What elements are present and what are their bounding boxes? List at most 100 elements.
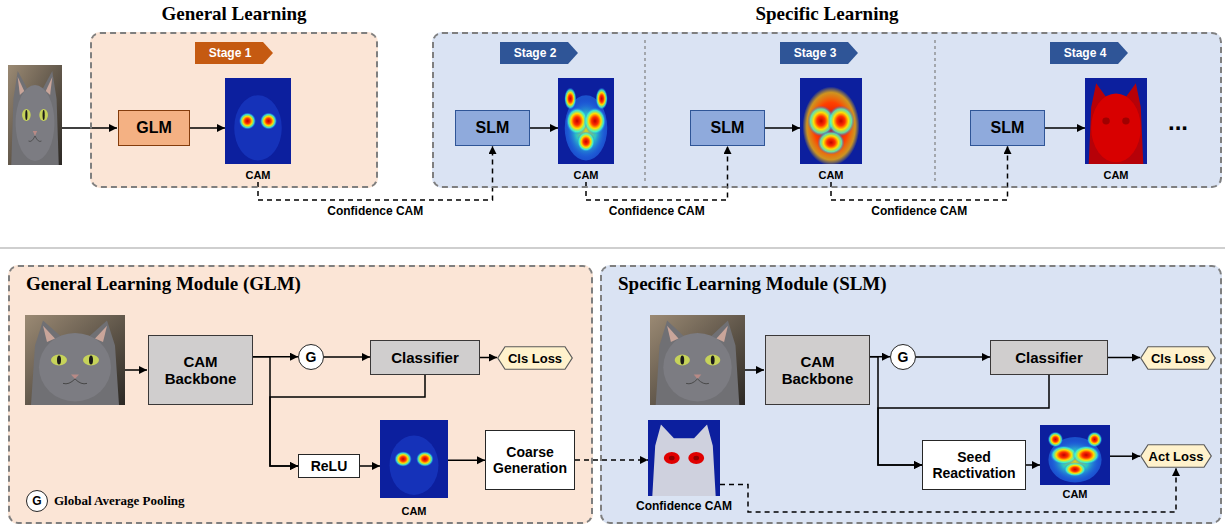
node-text: SLM (707, 119, 749, 137)
connector (360, 465, 380, 467)
node-text: Confidence CAM (636, 499, 732, 513)
node-text: G (898, 349, 909, 365)
connector (1108, 357, 1140, 359)
node-text: SLM (472, 119, 514, 137)
tag-outline (500, 42, 578, 64)
connector (448, 459, 485, 461)
process-box: ReLU (298, 454, 360, 478)
stage-tag: Stage 2 (500, 42, 578, 64)
node-text: CAM (1077, 168, 1155, 182)
input-image (650, 315, 745, 405)
node-text: GLM (132, 119, 176, 137)
confidence-cam: Confidence CAM (648, 420, 720, 496)
loss-hexagon: Cls Loss (497, 346, 573, 370)
cam-heatmap (1085, 78, 1147, 164)
process-box: SLM (455, 110, 530, 146)
connector (831, 146, 1008, 200)
cam-heatmap (558, 78, 614, 164)
stage-panel: General LearningStage 1GLMCAM (90, 32, 378, 188)
input-arrow (745, 369, 764, 371)
node-text: Classifier (1011, 349, 1087, 366)
free-label: ... (1168, 108, 1188, 136)
node-text: CAM (372, 504, 456, 518)
connector (258, 146, 493, 200)
module-panel: Specific Learning Module (SLM) CAM Backbo… (600, 265, 1222, 524)
hexagon-outline (1141, 445, 1212, 468)
pooling-circle: G (26, 490, 48, 512)
panel-ground (90, 32, 378, 188)
process-box: CAM Backbone (148, 335, 253, 405)
connector (270, 375, 425, 466)
module-panel: General Learning Module (GLM) CAM Backbon… (8, 265, 593, 524)
node-text: Seed Reactivation (923, 449, 1025, 481)
process-box: Coarse Generation (485, 430, 575, 490)
free-label: Global Average Pooling (54, 493, 184, 509)
pooling-circle: G (298, 344, 324, 370)
node-text: Coarse Generation (486, 444, 574, 476)
connector (530, 127, 558, 129)
connector (916, 356, 990, 358)
node-text: CAM (550, 168, 622, 182)
panel-ground (600, 265, 1222, 524)
node-text: CAM (1032, 487, 1118, 501)
node-text: General Learning Module (GLM) (26, 273, 301, 295)
process-box: Classifier (370, 340, 480, 375)
node-text: Cls Loss (1151, 351, 1205, 366)
input-image (25, 315, 125, 405)
stage-tag: Stage 3 (780, 42, 858, 64)
stage-divider (934, 40, 935, 182)
connector (765, 127, 800, 129)
process-box: CAM Backbone (765, 335, 870, 405)
edge-label: Confidence CAM (869, 204, 969, 218)
separator-line (0, 247, 1225, 249)
cam-map: CAM (1085, 78, 1147, 182)
process-box: GLM (118, 110, 190, 146)
stage-panel: Specific LearningStage 2SLMCAMStage 3SLM… (432, 32, 1222, 188)
connector (575, 459, 648, 461)
node-text: Stage 1 (209, 46, 260, 60)
tag-outline (195, 42, 273, 64)
node-text: Act Loss (1149, 449, 1204, 464)
hexagon-outline (498, 347, 573, 370)
node-text: Classifier (387, 349, 463, 366)
tag-outline (780, 42, 858, 64)
connector (1045, 127, 1085, 129)
connector (253, 357, 298, 466)
connector (324, 356, 370, 358)
hexagon-outline (1141, 347, 1216, 370)
node-text: Stage 3 (794, 46, 845, 60)
node-text: CAM (217, 168, 299, 182)
stage-divider (644, 40, 645, 182)
input-arrow (125, 369, 147, 371)
node-text: Stage 4 (1064, 46, 1115, 60)
process-box: SLM (690, 110, 765, 146)
node-text: Specific Learning (434, 3, 1220, 25)
edge-label: Confidence CAM (607, 204, 707, 218)
connector (1026, 464, 1040, 466)
node-text: CAM Backbone (149, 353, 252, 388)
loss-hexagon: Cls Loss (1140, 346, 1216, 370)
cam-map: CAM (1040, 425, 1110, 501)
cam-heatmap (225, 78, 291, 164)
panel-ground (432, 32, 1222, 188)
process-box: SLM (970, 110, 1045, 146)
connector (190, 127, 225, 129)
cam-map: CAM (225, 78, 291, 182)
node-text: ReLU (307, 458, 352, 474)
confidence-heatmap (648, 420, 720, 496)
node-text: Specific Learning Module (SLM) (618, 273, 887, 295)
node-text: General Learning (92, 3, 376, 25)
panel-ground (8, 265, 593, 524)
node-text: Stage 2 (514, 46, 565, 60)
cam-heatmap (380, 420, 448, 498)
node-text: G (32, 494, 41, 508)
cam-map: CAM (800, 78, 862, 182)
pooling-circle: G (890, 344, 916, 370)
connector (586, 146, 728, 200)
input-image (8, 65, 62, 165)
process-box: Classifier (990, 340, 1108, 375)
cam-heatmap (800, 78, 862, 166)
stage-tag: Stage 4 (1050, 42, 1128, 64)
node-text: G (306, 349, 317, 365)
